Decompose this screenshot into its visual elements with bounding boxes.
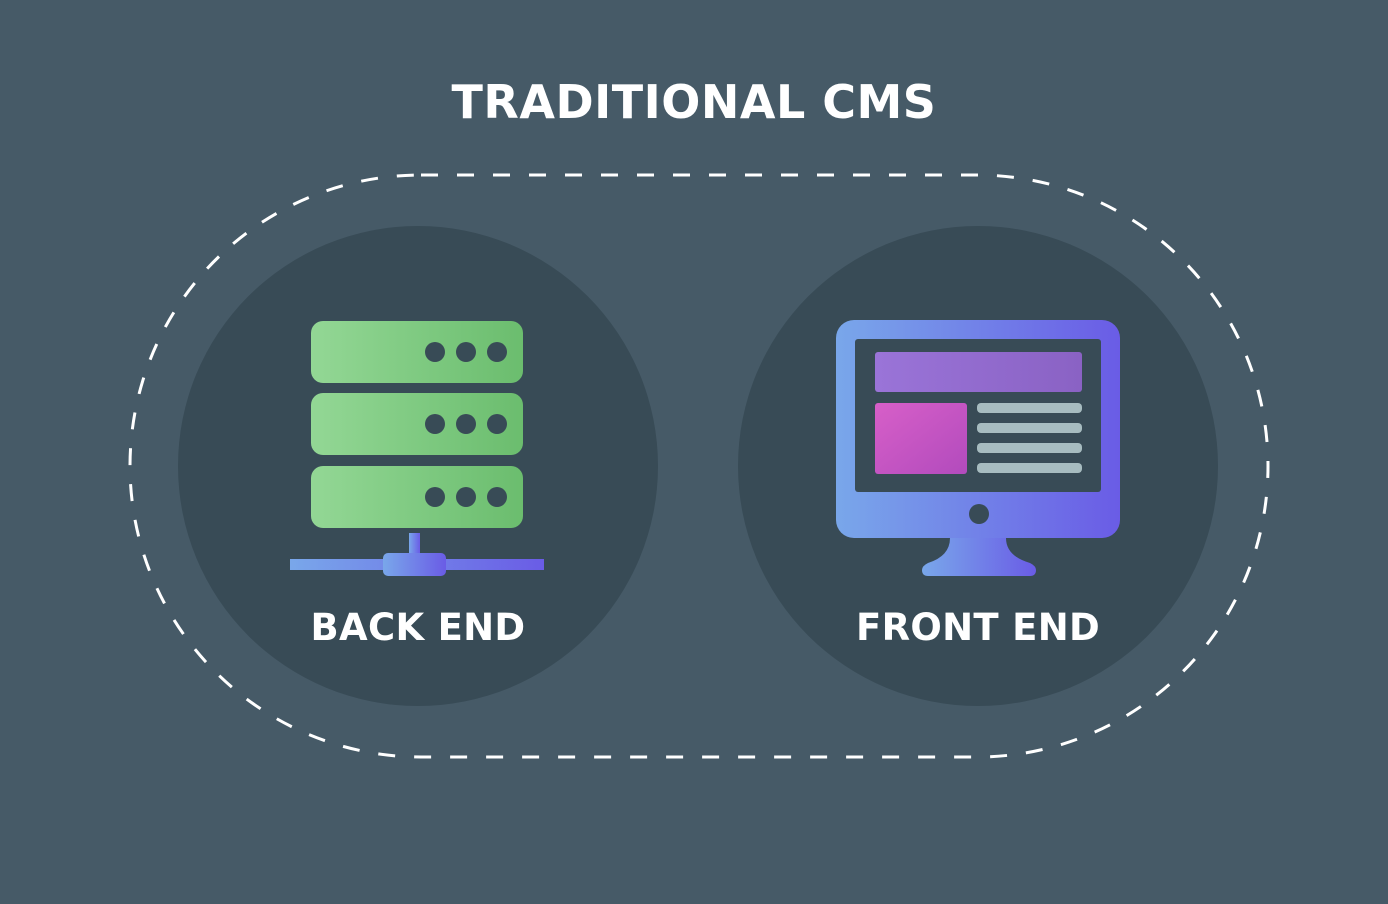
server-icon <box>290 321 544 576</box>
monitor-icon <box>836 320 1120 576</box>
diagram-title: TRADITIONAL CMS <box>451 75 937 129</box>
back-end-label: BACK END <box>310 606 526 649</box>
front-end-label: FRONT END <box>856 606 1100 649</box>
cms-boundary <box>128 173 1270 759</box>
